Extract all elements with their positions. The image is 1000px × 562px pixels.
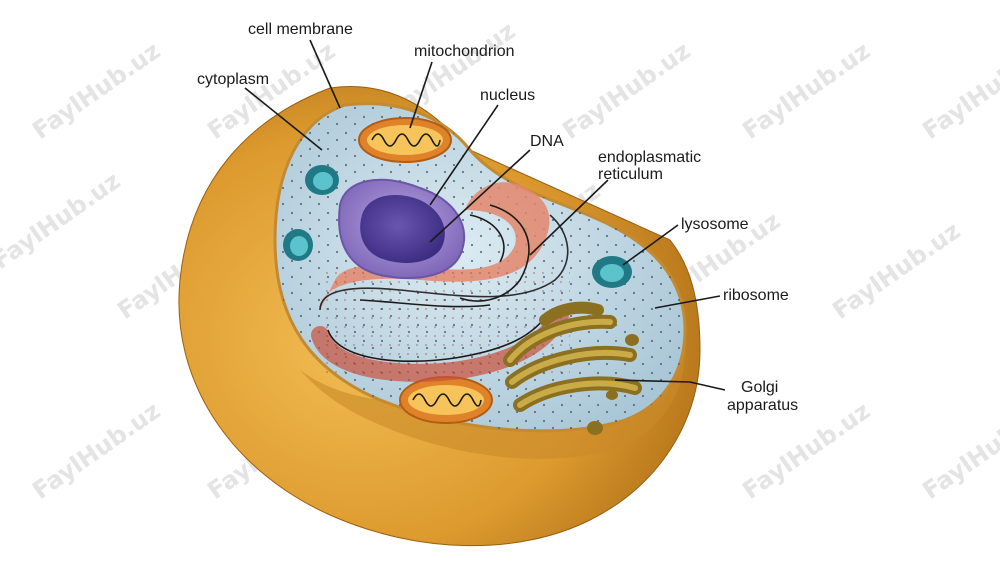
leader-cytoplasm bbox=[244, 87, 323, 151]
golgi-apparatus bbox=[503, 301, 642, 435]
leader-dna bbox=[429, 149, 531, 243]
leader-nucleus bbox=[429, 104, 499, 206]
label-lysosome: lysosome bbox=[681, 216, 749, 233]
leader-lysosome bbox=[622, 224, 679, 266]
label-mitochondrion: mitochondrion bbox=[414, 43, 515, 60]
mitochondrion-bottom bbox=[399, 376, 493, 424]
watermark-text: FaylHub.uz bbox=[27, 37, 165, 145]
label-golgi-line2: apparatus bbox=[727, 397, 798, 414]
label-nucleus: nucleus bbox=[480, 87, 535, 104]
nucleus bbox=[338, 178, 466, 279]
endoplasmic-reticulum bbox=[311, 182, 570, 382]
watermark-text: FaylHub.uz bbox=[27, 397, 165, 505]
leader-golgi bbox=[614, 379, 726, 391]
watermark-text: FaylHub.uz bbox=[917, 37, 1000, 145]
lysosome-left-bottom bbox=[283, 229, 313, 261]
leader-cell-membrane bbox=[309, 39, 341, 109]
leader-ribosome bbox=[654, 295, 721, 309]
lysosome-right bbox=[592, 256, 632, 288]
watermark-text: FaylHub.uz bbox=[827, 217, 965, 325]
watermark-text: FaylHub.uz bbox=[917, 397, 1000, 505]
watermark-text: FaylHub.uz bbox=[557, 37, 695, 145]
label-cell-membrane: cell membrane bbox=[248, 21, 353, 38]
leader-er bbox=[529, 179, 609, 256]
label-er-line2: reticulum bbox=[598, 166, 663, 183]
watermark-text: FaylHub.uz bbox=[0, 167, 125, 275]
label-dna: DNA bbox=[530, 133, 564, 150]
label-cytoplasm: cytoplasm bbox=[197, 71, 269, 88]
label-er-line1: endoplasmatic bbox=[598, 149, 701, 166]
label-ribosome: ribosome bbox=[723, 287, 789, 304]
leader-mitochondrion bbox=[409, 61, 433, 129]
label-golgi-line1: Golgi bbox=[741, 379, 778, 396]
mitochondrion-top bbox=[358, 117, 452, 163]
lysosome-left-top bbox=[305, 165, 339, 195]
watermark-text: FaylHub.uz bbox=[737, 37, 875, 145]
membrane-rim bbox=[300, 330, 686, 459]
